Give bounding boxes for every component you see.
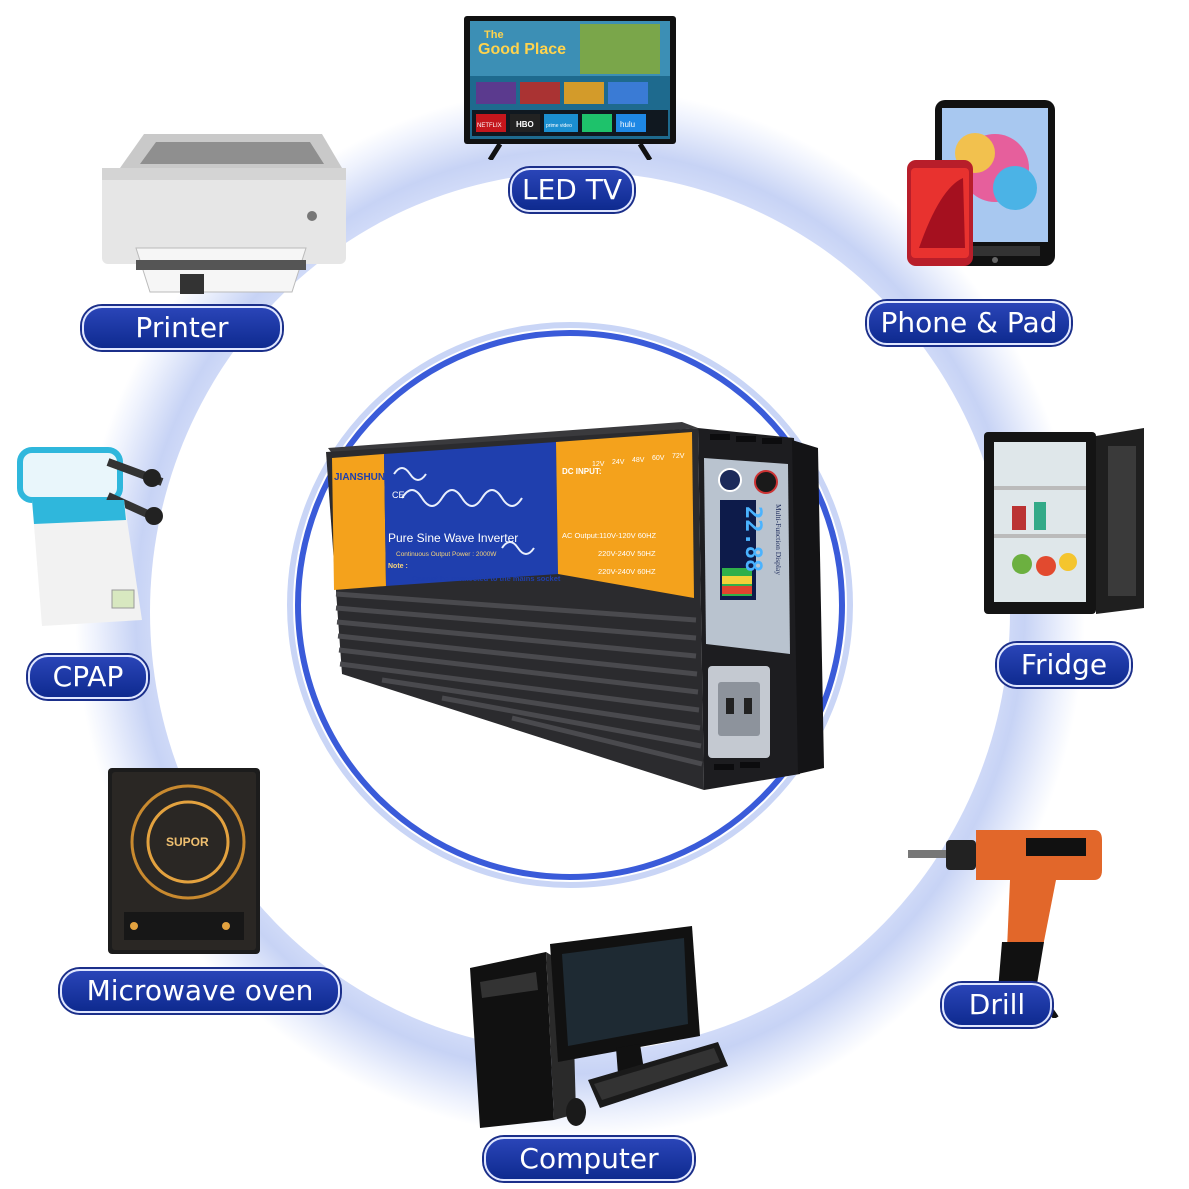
label-printer: Printer	[82, 306, 282, 350]
note-text: Cannot be connected to the mains socket	[412, 574, 561, 583]
printer-icon	[102, 134, 346, 294]
led-tv-icon: The Good Place NETFLIX HBO prime video h…	[464, 16, 676, 160]
ac-output-label: AC Output:110V-120V 60HZ	[562, 531, 657, 540]
mode-button-icon[interactable]	[754, 470, 778, 494]
phone-and-tablet-icon	[907, 100, 1055, 266]
label-microwave-oven: Microwave oven	[60, 969, 340, 1013]
label-drill: Drill	[942, 983, 1052, 1027]
tv-app-prime: prime video	[546, 123, 572, 129]
panel-blue	[384, 442, 558, 586]
label-cpap: CPAP	[28, 655, 148, 699]
power-inverter: JIANSHUN CE Pure Sine Wave Inverter Cont…	[326, 422, 824, 790]
dc-voltage-72v: 72V	[672, 453, 685, 460]
dc-voltage-60v: 60V	[652, 455, 665, 462]
lcd-reading: 22.88	[740, 506, 765, 572]
label-fridge: Fridge	[997, 643, 1131, 687]
label-led-tv: LED TV	[510, 168, 634, 212]
brand-name: JIANSHUN	[334, 472, 385, 483]
ac-output-line-2: 220V-240V 60HZ	[598, 567, 656, 576]
drill-icon	[908, 830, 1102, 1018]
tv-show-title-line2: Good Place	[478, 41, 566, 58]
power-switch-icon[interactable]	[718, 468, 742, 492]
tv-app-hbo: HBO	[516, 120, 534, 129]
dc-voltage-24v: 24V	[612, 459, 625, 466]
cooling-fins	[335, 591, 703, 767]
inner-ring-halo	[287, 322, 853, 888]
vents	[710, 434, 782, 770]
fridge-icon	[984, 428, 1144, 614]
note-label: Note :	[388, 563, 408, 570]
label-phone-pad: Phone & Pad	[867, 301, 1071, 345]
dc-voltage-48v: 48V	[632, 457, 645, 464]
induction-cooker-icon: SUPOR	[108, 768, 260, 954]
panel-orange-right	[556, 432, 694, 598]
dc-input-label: DC INPUT:	[562, 467, 602, 476]
cpap-icon	[17, 447, 164, 626]
label-computer: Computer	[484, 1137, 694, 1181]
tv-app-hulu: hulu	[620, 120, 635, 129]
continuous-power: Continuous Output Power : 2000W	[396, 551, 497, 558]
sine-wave-graphic	[401, 489, 523, 507]
product-name: Pure Sine Wave Inverter	[388, 531, 518, 545]
cooker-brand: SUPOR	[166, 835, 209, 849]
ac-output-line-1: 220V-240V 50HZ	[598, 549, 656, 558]
display-label: Multi-Function Display	[774, 504, 783, 575]
tv-app-netflix: NETFLIX	[477, 123, 502, 129]
tv-show-title-line1: The	[484, 29, 504, 41]
ce-mark: CE	[392, 490, 405, 500]
panel-orange-left	[332, 454, 386, 590]
dc-voltage-12v: 12V	[592, 461, 605, 468]
computer-icon	[470, 926, 728, 1128]
